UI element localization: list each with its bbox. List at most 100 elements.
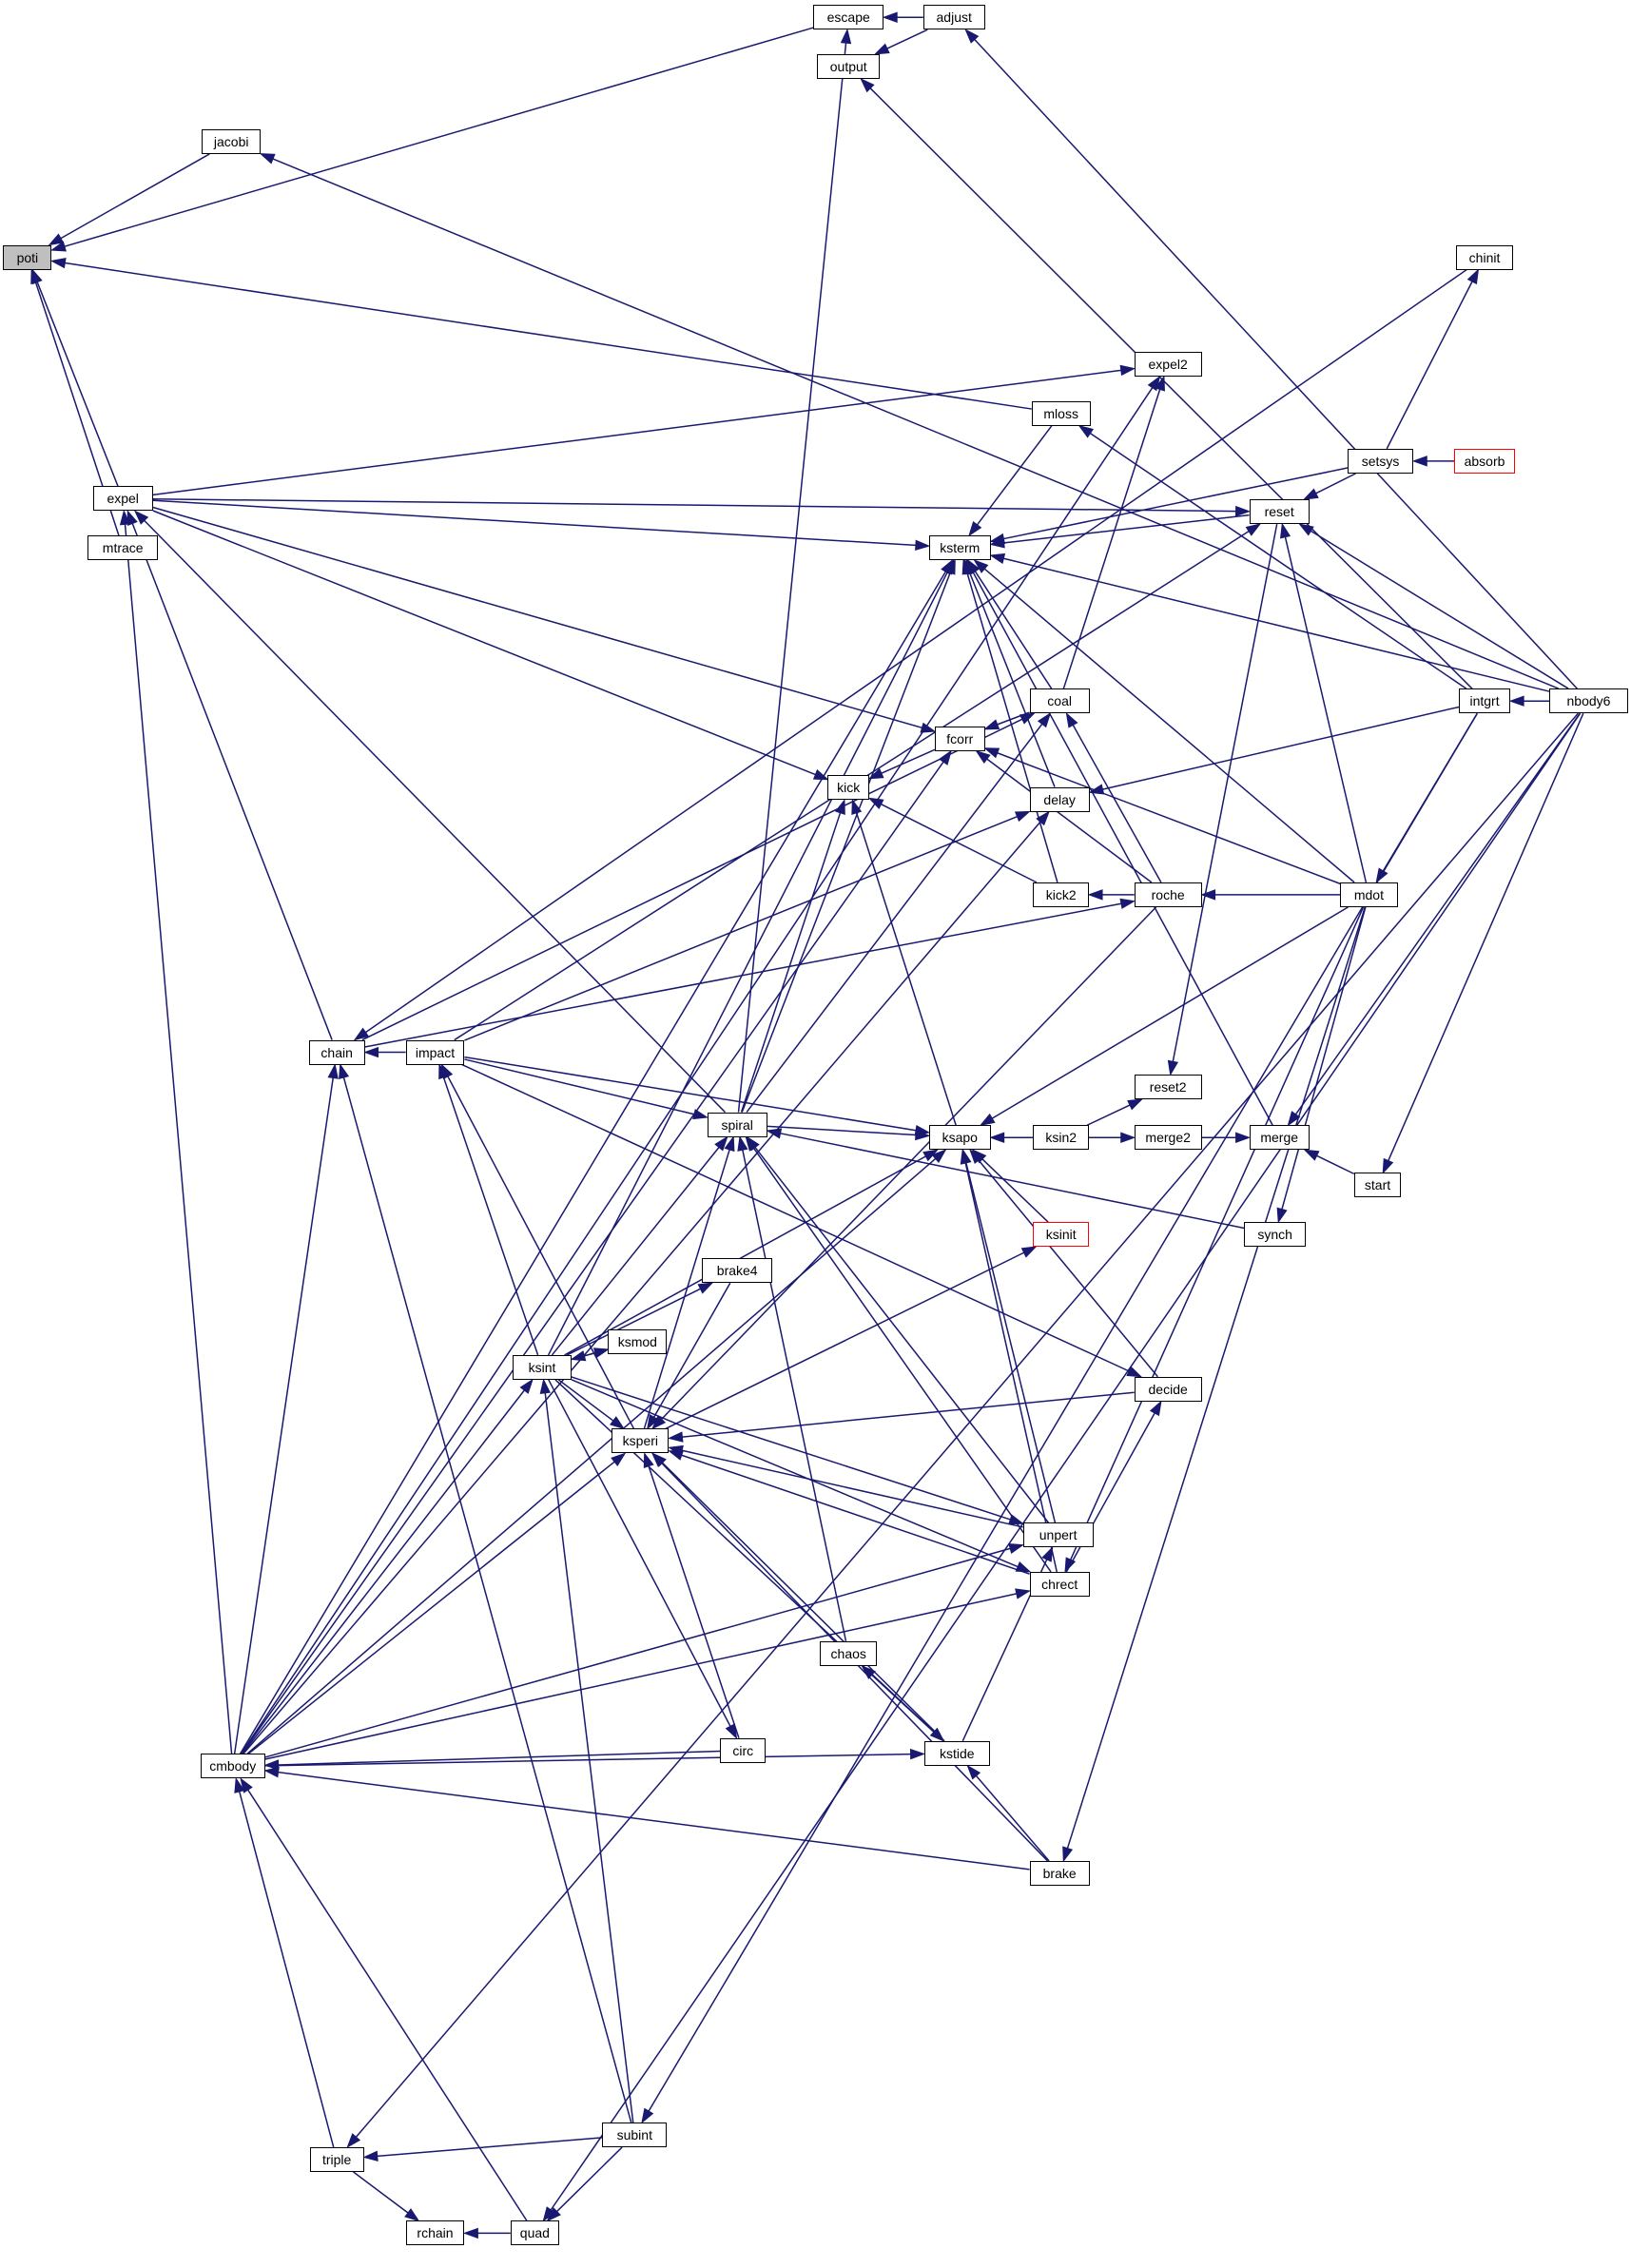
arrowhead-icon: [942, 558, 955, 575]
node-cmbody[interactable]: cmbody: [200, 1754, 265, 1779]
node-chrect[interactable]: chrect: [1029, 1571, 1090, 1597]
node-brake[interactable]: brake: [1029, 1860, 1090, 1886]
edge-spiral-to-kick: [740, 812, 842, 1113]
edge-triple-to-cmbody: [239, 1791, 335, 2148]
edge-circ-to-cmbody: [278, 1750, 721, 1766]
edge-brake-to-cmbody: [278, 1771, 1030, 1871]
arrowhead-icon: [259, 153, 276, 165]
node-mtrace[interactable]: mtrace: [87, 535, 159, 561]
node-poti[interactable]: poti: [3, 244, 52, 270]
node-reset[interactable]: reset: [1249, 499, 1310, 525]
node-synch[interactable]: synch: [1244, 1222, 1307, 1248]
edge-merge-to-ksterm: [972, 572, 1273, 1126]
node-subint[interactable]: subint: [602, 2123, 668, 2148]
edge-jacobi-to-poti: [60, 153, 210, 240]
edge-mdot-to-ksterm: [983, 568, 1355, 883]
node-quad[interactable]: quad: [510, 2220, 559, 2246]
node-kick[interactable]: kick: [827, 775, 869, 801]
edge-synch-to-spiral: [780, 1133, 1245, 1230]
edge-mdot-to-chrect: [1070, 906, 1365, 1560]
arrowhead-icon: [570, 1350, 587, 1362]
edge-setsys-to-ksterm: [1003, 467, 1349, 540]
arrowhead-icon: [1126, 1366, 1143, 1378]
edge-roche-to-coal: [1072, 725, 1162, 883]
edge-brake-to-kstide: [975, 1774, 1050, 1862]
edge-ksint-to-unpert: [571, 1376, 1011, 1521]
node-chaos[interactable]: chaos: [820, 1640, 878, 1666]
arrowhead-icon: [812, 769, 829, 781]
node-expel[interactable]: expel: [92, 486, 153, 512]
arrowhead-icon: [50, 241, 67, 252]
node-ksin2[interactable]: ksin2: [1033, 1125, 1090, 1151]
arrowhead-icon: [867, 767, 884, 780]
arrowhead-icon: [1078, 424, 1095, 438]
edge-spiral-to-coal: [746, 723, 1043, 1114]
node-ksint[interactable]: ksint: [513, 1354, 572, 1380]
node-triple[interactable]: triple: [309, 2146, 364, 2172]
edge-ksint-to-ksapo: [564, 1155, 926, 1356]
node-kstide[interactable]: kstide: [923, 1740, 990, 1766]
node-adjust[interactable]: adjust: [922, 5, 985, 30]
node-circ[interactable]: circ: [720, 1737, 767, 1763]
node-brake4[interactable]: brake4: [702, 1258, 773, 1284]
arrowhead-icon: [1062, 1846, 1074, 1863]
node-intgrt[interactable]: intgrt: [1458, 688, 1511, 714]
edge-delay-to-ksterm: [968, 572, 1056, 787]
node-ksterm[interactable]: ksterm: [928, 535, 991, 561]
edge-cmbody-to-ksperi: [247, 1461, 615, 1755]
arrowhead-icon: [668, 1450, 685, 1461]
node-expel2[interactable]: expel2: [1134, 352, 1202, 378]
arrowhead-icon: [1065, 711, 1078, 728]
node-ksperi[interactable]: ksperi: [612, 1428, 670, 1454]
edge-reset-to-reset2: [1172, 523, 1278, 1062]
edge-chain-to-roche: [364, 902, 1122, 1048]
edge-nbody6-to-jacobi: [272, 158, 1560, 689]
node-start[interactable]: start: [1353, 1173, 1402, 1198]
node-roche[interactable]: roche: [1134, 882, 1202, 907]
node-output[interactable]: output: [817, 53, 881, 79]
arrowhead-icon: [969, 1149, 983, 1165]
arrowhead-icon: [1041, 1545, 1054, 1562]
node-ksapo[interactable]: ksapo: [928, 1125, 991, 1151]
node-ksinit[interactable]: ksinit: [1033, 1222, 1090, 1248]
node-kick2[interactable]: kick2: [1033, 882, 1090, 907]
node-unpert[interactable]: unpert: [1022, 1522, 1094, 1548]
edge-start-to-merge: [1316, 1154, 1355, 1175]
node-decide[interactable]: decide: [1134, 1376, 1202, 1402]
node-setsys[interactable]: setsys: [1347, 448, 1414, 474]
node-reset2[interactable]: reset2: [1134, 1075, 1202, 1100]
node-ksmod[interactable]: ksmod: [608, 1328, 668, 1354]
node-nbody6[interactable]: nbody6: [1548, 688, 1628, 714]
arrowhead-icon: [909, 1748, 926, 1760]
node-spiral[interactable]: spiral: [707, 1112, 767, 1137]
node-merge[interactable]: merge: [1249, 1125, 1310, 1151]
edge-spiral-to-ksapo: [767, 1125, 916, 1136]
node-rchain[interactable]: rchain: [405, 2220, 465, 2246]
node-chinit[interactable]: chinit: [1455, 244, 1514, 270]
edge-ksperi-to-impact: [447, 1076, 635, 1429]
edge-subint-to-quad: [556, 2146, 623, 2213]
node-chain[interactable]: chain: [308, 1039, 365, 1065]
node-delay[interactable]: delay: [1029, 786, 1090, 812]
edge-impact-to-spiral: [464, 1058, 695, 1115]
node-fcorr[interactable]: fcorr: [934, 726, 985, 751]
edge-decide-to-ksperi: [682, 1391, 1135, 1438]
edge-nbody6-to-quad: [550, 712, 1582, 2211]
arrowhead-icon: [964, 29, 980, 44]
node-jacobi[interactable]: jacobi: [202, 128, 262, 154]
arrowhead-icon: [362, 2150, 379, 2162]
node-absorb[interactable]: absorb: [1454, 448, 1515, 474]
node-escape[interactable]: escape: [813, 5, 884, 30]
node-mloss[interactable]: mloss: [1031, 400, 1091, 426]
edge-cmbody-to-expel: [124, 524, 233, 1754]
node-coal[interactable]: coal: [1029, 688, 1090, 714]
node-merge2[interactable]: merge2: [1134, 1125, 1202, 1151]
edge-spiral-to-escape: [737, 43, 847, 1113]
edge-adjust-to-output: [886, 29, 928, 49]
edge-expel-to-ksterm: [152, 499, 916, 547]
node-mdot[interactable]: mdot: [1340, 882, 1398, 907]
node-impact[interactable]: impact: [405, 1039, 465, 1065]
edge-cmbody-to-ksterm: [239, 571, 946, 1754]
edge-intgrt-to-output: [869, 87, 1473, 689]
